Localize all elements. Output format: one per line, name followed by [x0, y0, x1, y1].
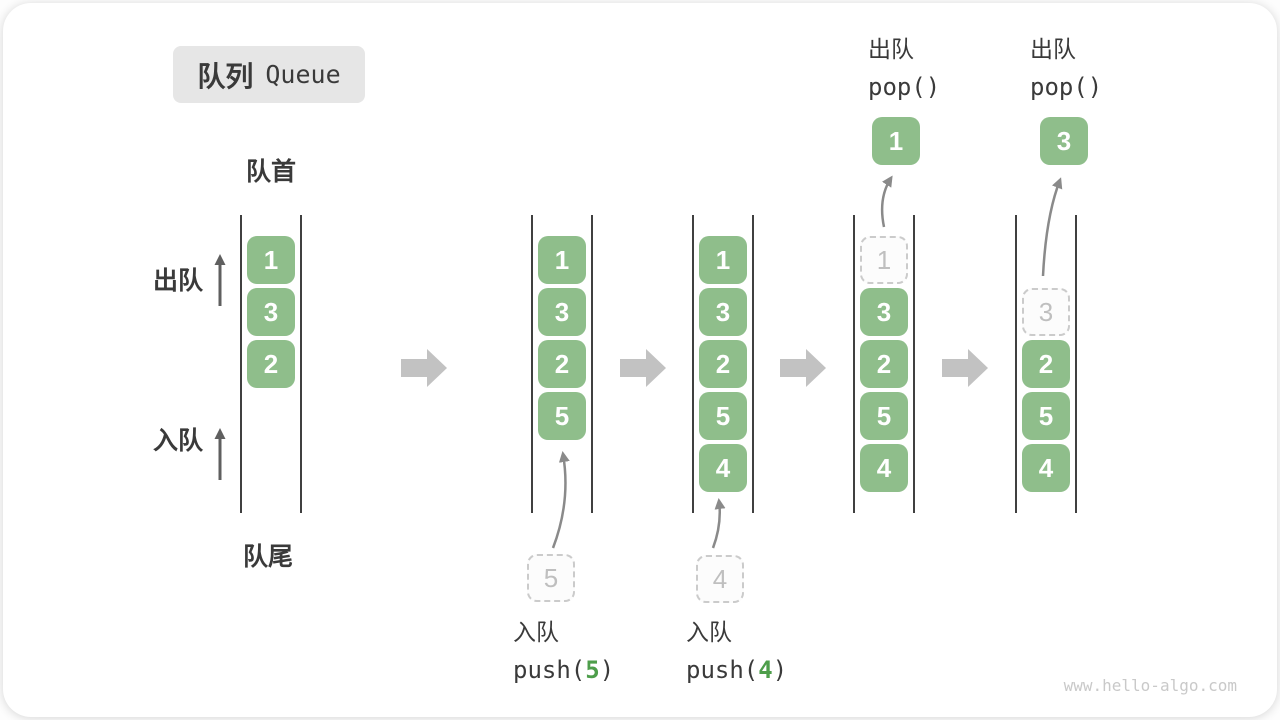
op-code-pre: push( [686, 655, 759, 684]
op-code-pre: pop( [1030, 72, 1088, 101]
queue-item: 2 [247, 340, 295, 388]
op-code-post: ) [772, 655, 788, 684]
queue-item: 3 [247, 288, 295, 336]
title-zh: 队列 [197, 60, 254, 92]
queue-item: 4 [1022, 444, 1070, 492]
op-dequeue-3: 出队 pop() [1030, 36, 1102, 101]
op-dequeue-3-code: pop() [1030, 73, 1102, 102]
title-en: Queue [265, 60, 341, 89]
queue-item: 4 [860, 444, 908, 492]
queue-item: 3 [538, 288, 586, 336]
op-code-arg: 5 [585, 655, 600, 684]
flow-arrow-icon [780, 349, 826, 387]
queue-item: 5 [699, 392, 747, 440]
incoming-item: 5 [527, 554, 575, 602]
enqueue-side-label: 入队 [152, 427, 203, 455]
queue-front-label: 队首 [245, 158, 296, 186]
op-code-post: ) [925, 72, 941, 101]
queue-item: 3 [860, 288, 908, 336]
dequeue-3-arrow-icon [1041, 177, 1063, 277]
queue-wall-line [300, 215, 302, 513]
queue-item: 4 [699, 444, 747, 492]
title-badge: 队列 Queue [173, 46, 365, 103]
queue-item: 2 [699, 340, 747, 388]
op-enqueue-4-code: push(4) [686, 656, 787, 685]
dequeue-1-arrow-icon [880, 175, 893, 228]
queue-wall-line [531, 215, 533, 513]
queue-wall-line [1015, 215, 1017, 513]
queue-wall-line [591, 215, 593, 513]
queue-wall-line [1075, 215, 1077, 513]
queue-wall-line [240, 215, 242, 513]
op-code-post: ) [1087, 72, 1103, 101]
queue-item: 1 [699, 236, 747, 284]
arrows-overlay [214, 175, 1063, 549]
queue-slot-removed: 1 [860, 236, 908, 284]
flow-arrow-icon [942, 349, 988, 387]
queue-item: 1 [538, 236, 586, 284]
op-code-pre: pop( [868, 72, 926, 101]
queue-item: 2 [538, 340, 586, 388]
diagram-card: 队列 Queue 队首 队尾 出队 入队 入队 push(5) 入队 push(… [3, 3, 1277, 717]
flow-arrow-icon [620, 349, 666, 387]
popped-item: 1 [872, 117, 920, 165]
queue-item: 5 [538, 392, 586, 440]
op-enqueue-4-label: 入队 [686, 619, 732, 645]
op-dequeue-1: 出队 pop() [868, 36, 940, 101]
op-enqueue-5: 入队 push(5) [513, 619, 614, 684]
queue-wall-line [692, 215, 694, 513]
queue-slot-removed: 3 [1022, 288, 1070, 336]
op-dequeue-3-label: 出队 [1030, 36, 1076, 62]
op-enqueue-5-label: 入队 [513, 619, 559, 645]
enqueue-4-arrow-icon [711, 498, 726, 549]
dequeue-side-label: 出队 [152, 267, 203, 295]
op-enqueue-4: 入队 push(4) [686, 619, 787, 684]
queue-item: 1 [247, 236, 295, 284]
op-code-pre: push( [513, 655, 586, 684]
popped-item: 3 [1040, 117, 1088, 165]
op-code-arg: 4 [758, 655, 773, 684]
queue-wall-line [752, 215, 754, 513]
queue-item: 2 [1022, 340, 1070, 388]
op-code-post: ) [599, 655, 615, 684]
watermark: www.hello-algo.com [1063, 676, 1237, 695]
incoming-item: 4 [696, 555, 744, 603]
queue-item: 2 [860, 340, 908, 388]
queue-wall-line [913, 215, 915, 513]
queue-item: 5 [1022, 392, 1070, 440]
queue-item: 3 [699, 288, 747, 336]
op-dequeue-1-label: 出队 [868, 36, 914, 62]
queue-item: 5 [860, 392, 908, 440]
enqueue-5-arrow-icon [551, 451, 570, 549]
queue-wall-line [853, 215, 855, 513]
flow-arrow-icon [401, 349, 447, 387]
op-enqueue-5-code: push(5) [513, 656, 614, 685]
op-dequeue-1-code: pop() [868, 73, 940, 102]
queue-rear-label: 队尾 [242, 543, 293, 571]
